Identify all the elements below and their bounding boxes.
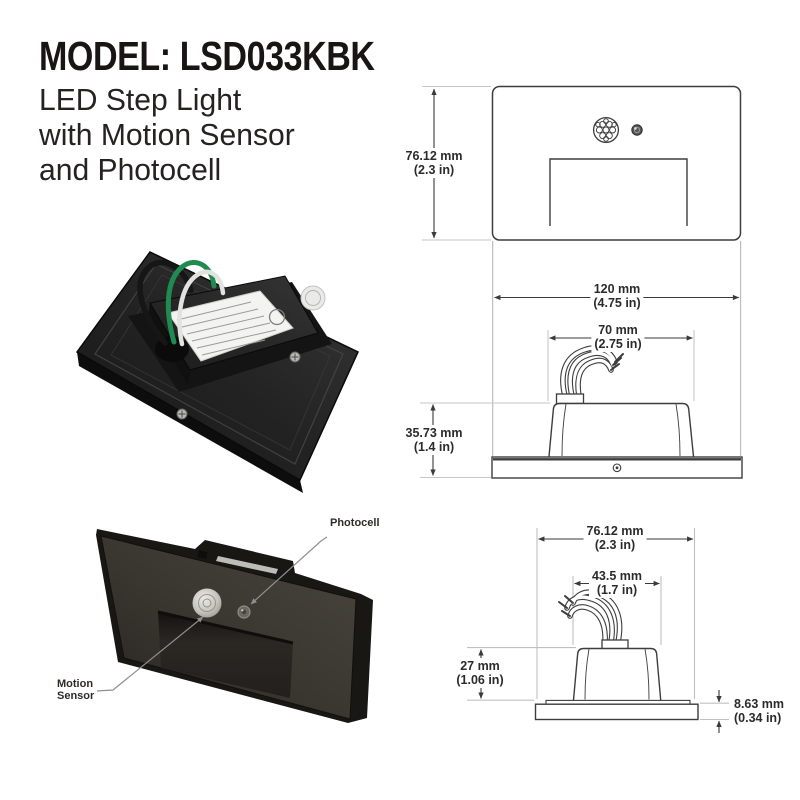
round-sticker [300, 285, 326, 311]
faceplate-outline [491, 85, 742, 241]
faceplate-side [534, 703, 699, 721]
screw-hole [612, 463, 622, 473]
window-recess [158, 612, 293, 698]
front-width-dimension: 120 mm(4.75 in) [590, 281, 644, 311]
front-view-drawing [422, 85, 742, 456]
side-top-height-dimension: 35.73 mm(1.4 in) [402, 425, 466, 455]
motion-sensor-label: Motion Sensor [57, 678, 95, 702]
tab-metal-strip [216, 556, 278, 574]
photocell-label: Photocell [330, 517, 380, 529]
motion-sensor-dome [192, 588, 222, 618]
side-bottom-height-dimension: 27 mm(1.06 in) [453, 658, 507, 688]
side-view-top-drawing [420, 330, 743, 479]
white-wire [177, 269, 226, 347]
front-height-dimension: 76.12 mm(2.3 in) [402, 148, 466, 178]
subtitle-line-1: LED Step Light [39, 82, 242, 117]
light-window [549, 158, 688, 226]
subtitle-line-2: with Motion Sensor [39, 117, 295, 152]
wire-connector [555, 393, 585, 405]
callout-lines [96, 536, 328, 692]
screws [129, 351, 301, 420]
back-view-photo [75, 251, 359, 493]
photocell-dot [237, 605, 251, 619]
supply-wires [137, 259, 226, 347]
wires [560, 345, 624, 399]
junction-box [572, 647, 662, 701]
spec-label [167, 290, 294, 362]
side-view-bottom-drawing [467, 528, 729, 733]
wire-connector [601, 639, 629, 650]
motion-sensor-symbol [592, 116, 620, 144]
side-bottom-box-width-dimension: 43.5 mm(1.7 in) [588, 568, 646, 598]
page-subtitle: LED Step Light with Motion Sensor and Ph… [39, 82, 295, 187]
etl-mark-icon [268, 308, 286, 326]
photocell-symbol [631, 124, 643, 136]
subtitle-line-3: and Photocell [39, 152, 222, 187]
side-bottom-width-dimension: 76.12 mm(2.3 in) [583, 523, 647, 553]
side-top-box-width-dimension: 70 mm(2.75 in) [591, 322, 645, 352]
plate-thickness-dimension: 8.63 mm(0.34 in) [731, 696, 788, 726]
junction-box [548, 402, 695, 457]
front-view-photo [96, 529, 373, 723]
wires [558, 589, 623, 645]
page-title: MODEL: LSD033KBK [39, 33, 375, 79]
